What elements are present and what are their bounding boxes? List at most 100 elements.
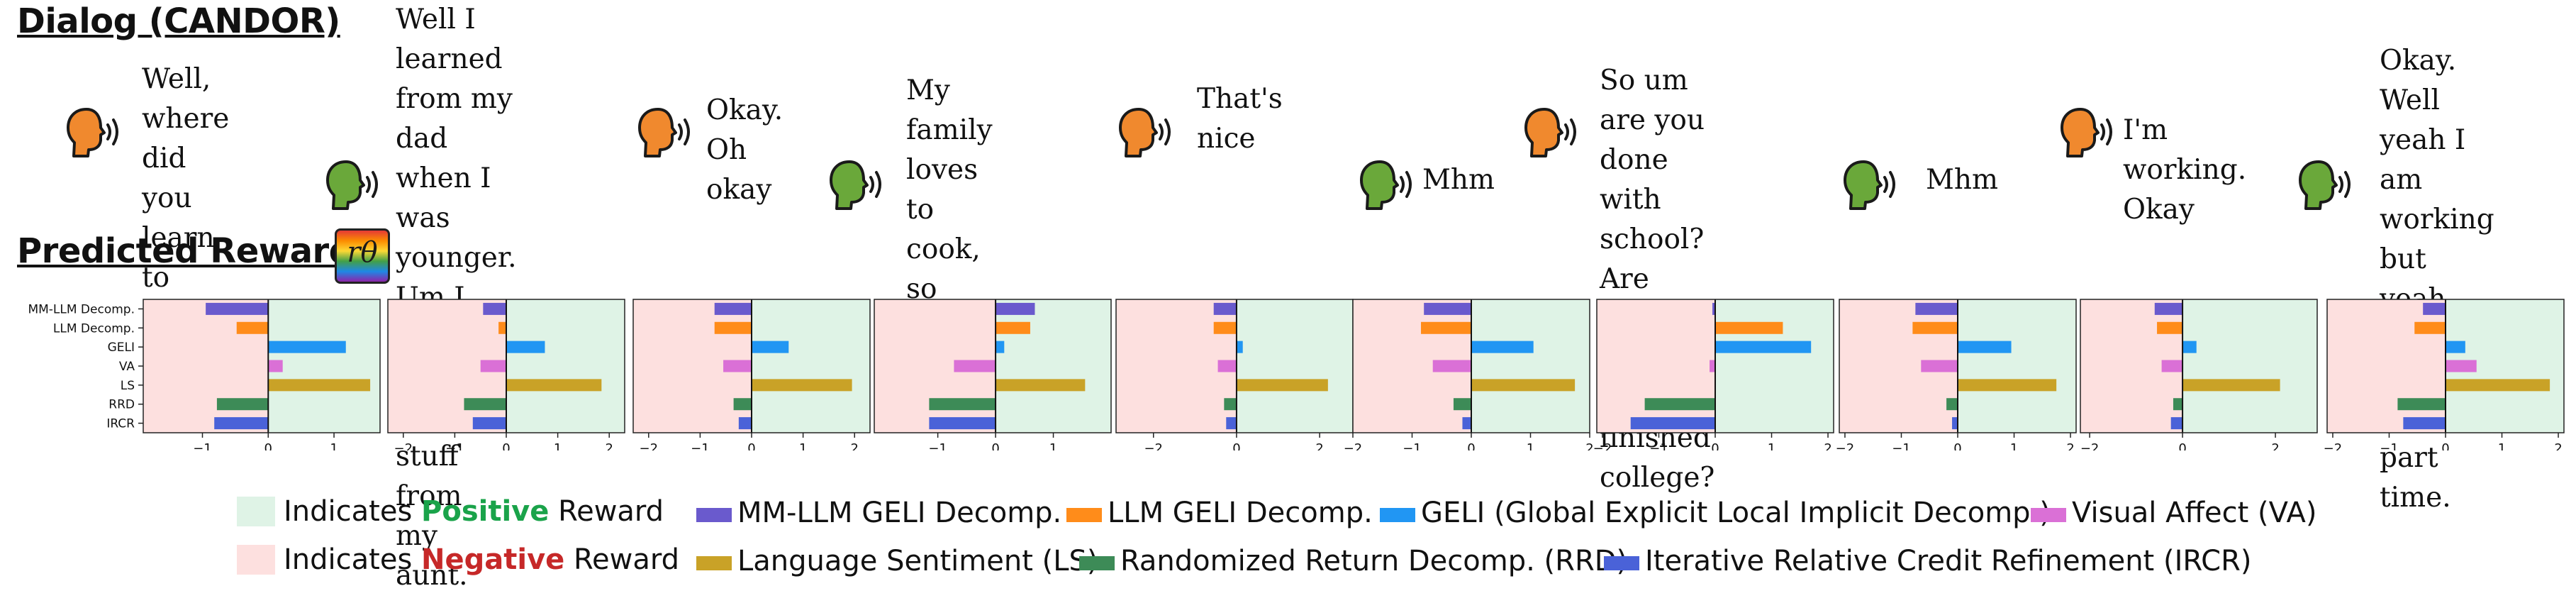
bar-va <box>1217 360 1237 372</box>
bar-rrd <box>929 398 996 411</box>
x-tick-label: 0 <box>1953 441 1961 450</box>
positive-region <box>1471 299 1590 433</box>
x-tick-label: −1 <box>2380 441 2399 450</box>
x-tick-label: 2 <box>1585 441 1593 450</box>
bar-ircr <box>2170 417 2183 430</box>
positive-region <box>752 299 870 433</box>
x-tick-label: 2 <box>2066 441 2074 450</box>
legend-label: MM-LLM GELI Decomp. <box>737 497 1062 529</box>
bar-llm-decomp <box>1213 321 1237 334</box>
speaker-a-icon <box>1523 106 1578 162</box>
bar-ircr <box>214 417 269 430</box>
category-label: IRCR <box>106 417 135 431</box>
bar-mm-llm-decomp <box>996 302 1035 315</box>
x-tick-label: −2 <box>2324 441 2343 450</box>
x-tick-label: 1 <box>799 441 807 450</box>
negative-region <box>1116 299 1237 433</box>
x-tick-label: −1 <box>445 441 464 450</box>
x-tick-label: 1 <box>330 441 338 450</box>
x-tick-label: −1 <box>928 441 947 450</box>
legend-label: GELI (Global Explicit Local Implicit Dec… <box>1421 497 2051 529</box>
bar-va <box>1432 360 1471 372</box>
bar-va <box>954 360 996 372</box>
x-tick-label: 1 <box>554 441 562 450</box>
legend-swatch <box>1380 508 1415 522</box>
x-tick-label: −1 <box>691 441 710 450</box>
bar-ircr <box>929 417 996 430</box>
negative-swatch <box>237 545 275 575</box>
speaker-a-icon <box>637 106 692 162</box>
negative-region <box>143 299 269 433</box>
bar-va <box>1710 360 1715 372</box>
reward-model-icon: rθ <box>335 228 390 284</box>
positive-region <box>1958 299 2076 433</box>
x-tick-label: 1 <box>1527 441 1534 450</box>
bar-mm-llm-decomp <box>1213 302 1237 315</box>
bar-llm-decomp <box>498 321 506 334</box>
bar-llm-decomp <box>1715 321 1783 334</box>
bar-geli <box>268 341 346 353</box>
bar-mm-llm-decomp <box>206 302 269 315</box>
rewards-title: Predicted Rewards <box>17 231 373 271</box>
bar-ls <box>1471 379 1576 392</box>
legend-label: Randomized Return Decomp. (RRD) <box>1120 545 1628 577</box>
legend-positive-label: Indicates Positive Reward <box>284 495 664 528</box>
bar-ls <box>2446 379 2550 392</box>
negative-region <box>1597 299 1715 433</box>
bar-llm-decomp <box>236 321 269 334</box>
bar-geli <box>506 341 545 353</box>
x-tick-label: 2 <box>605 441 613 450</box>
legend-swatch <box>1066 508 1102 522</box>
positive-region <box>2182 299 2317 433</box>
bar-va <box>268 360 283 372</box>
x-tick-label: 0 <box>2178 441 2186 450</box>
bar-rrd <box>464 398 506 411</box>
x-tick-label: −1 <box>1403 441 1422 450</box>
reward-charts: MM-LLM Decomp.LLM Decomp.GELIVALSRRDIRCR… <box>28 299 2565 450</box>
bar-rrd <box>733 398 752 411</box>
positive-region <box>996 299 1111 433</box>
x-tick-label: 2 <box>1824 441 1831 450</box>
bar-va <box>480 360 506 372</box>
bar-geli <box>752 341 789 353</box>
dialog-utterance: Well, where did you learn to cook. <box>142 63 230 333</box>
category-label: RRD <box>108 398 135 412</box>
x-tick-label: −2 <box>1836 441 1855 450</box>
x-tick-label: 1 <box>2010 441 2018 450</box>
bar-rrd <box>1946 398 1958 411</box>
bar-mm-llm-decomp <box>714 302 752 315</box>
bar-ircr <box>1630 417 1715 430</box>
dialog-utterance: Okay. Oh okay <box>706 94 784 206</box>
legend-swatch <box>2031 508 2066 522</box>
speaker-a-icon <box>2059 106 2114 162</box>
bar-ls <box>2182 379 2280 392</box>
x-tick-label: 2 <box>2271 441 2279 450</box>
legend-swatch <box>696 556 732 570</box>
x-tick-label: 2 <box>850 441 858 450</box>
bar-ircr <box>1462 417 1471 430</box>
x-tick-label: 1 <box>2498 441 2506 450</box>
bar-geli <box>996 341 1005 353</box>
x-tick-label: 0 <box>1711 441 1719 450</box>
x-tick-label: −1 <box>193 441 212 450</box>
bar-ls <box>506 379 602 392</box>
panel-frame <box>2080 299 2318 433</box>
bar-ircr <box>738 417 752 430</box>
speaker-b-icon <box>828 159 883 214</box>
x-tick-label: 1 <box>1768 441 1775 450</box>
legend-label: Visual Affect (VA) <box>2072 497 2317 529</box>
bar-ls <box>1958 379 2057 392</box>
dialog-title: Dialog (CANDOR) <box>17 1 340 41</box>
legend-swatch <box>696 508 732 522</box>
positive-region <box>268 299 380 433</box>
category-label: LS <box>121 379 135 393</box>
dialog-utterance: I'm working. Okay <box>2123 114 2247 226</box>
panel-frame <box>874 299 1112 433</box>
bar-geli <box>1236 341 1243 353</box>
legend-negative-label: Indicates Negative Reward <box>284 543 679 576</box>
bar-llm-decomp <box>1912 321 1958 334</box>
bar-llm-decomp <box>2414 321 2446 334</box>
